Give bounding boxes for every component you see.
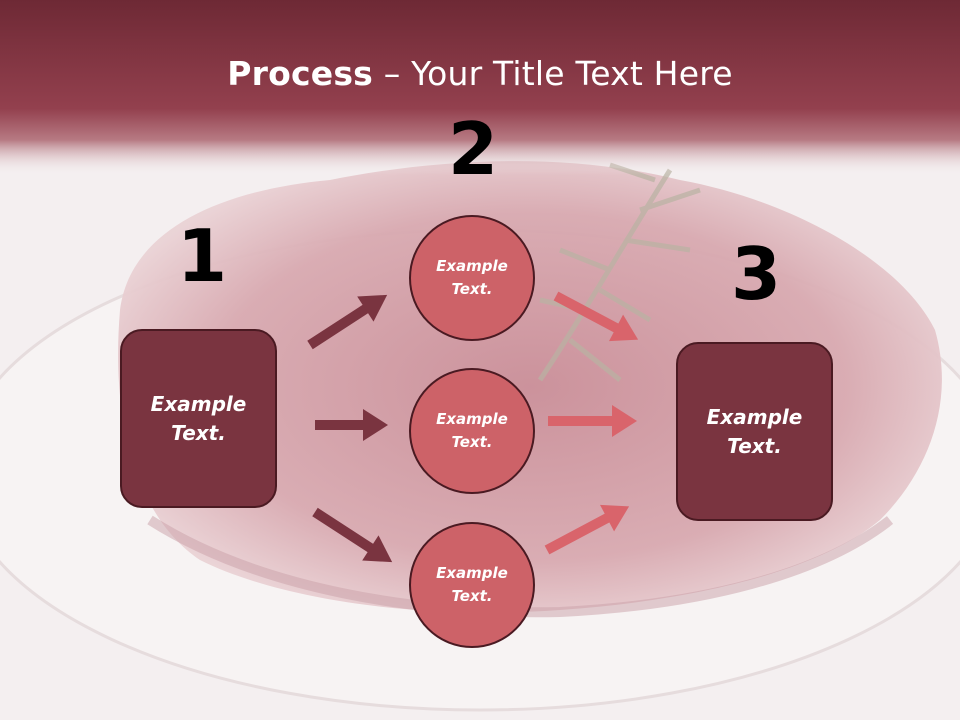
process-circle-3[interactable]: Example Text.	[409, 522, 535, 648]
step-number-1: 1	[177, 214, 228, 298]
step-number-3: 3	[731, 232, 782, 316]
arrow-to-circle-1	[307, 294, 388, 350]
arrows-left	[307, 294, 393, 563]
title-rest: – Your Title Text Here	[373, 54, 733, 93]
slide-title: Process – Your Title Text Here	[0, 54, 960, 93]
arrow-from-circle-1	[553, 291, 639, 342]
arrows-right	[544, 291, 639, 555]
title-bold: Process	[227, 54, 374, 93]
arrow-to-circle-3	[312, 507, 393, 563]
arrow-from-circle-3	[544, 504, 630, 555]
circle-3-text: Example Text.	[436, 564, 508, 605]
header-band	[0, 0, 960, 175]
circle-1-text: Example Text.	[436, 257, 508, 298]
left-step-box[interactable]: Example Text.	[120, 329, 277, 508]
process-circle-2[interactable]: Example Text.	[409, 368, 535, 494]
arrow-to-circle-2	[315, 409, 388, 441]
arrow-from-circle-2	[548, 405, 637, 437]
process-circle-1[interactable]: Example Text.	[409, 215, 535, 341]
left-step-text: Example Text.	[150, 391, 247, 445]
circle-2-text: Example Text.	[436, 410, 508, 451]
right-step-text: Example Text.	[706, 404, 803, 458]
right-step-box[interactable]: Example Text.	[676, 342, 833, 521]
step-number-2: 2	[448, 107, 499, 191]
